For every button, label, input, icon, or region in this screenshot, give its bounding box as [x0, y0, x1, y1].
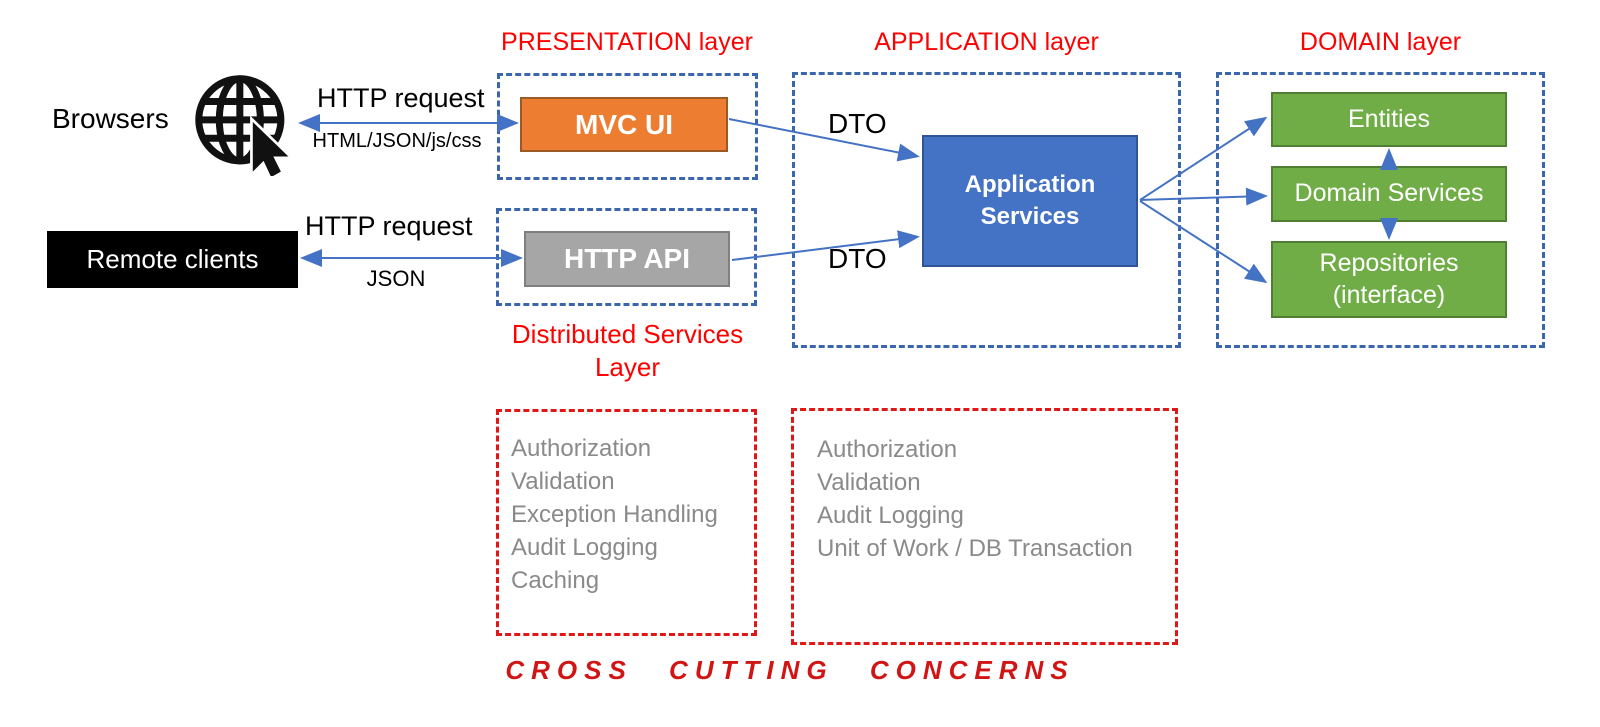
application-services-box: Application Services: [922, 135, 1138, 267]
globe-cursor-icon: [188, 68, 296, 181]
mvc-ui-label: MVC UI: [575, 108, 673, 140]
browser-http-request-label: HTTP request: [317, 83, 485, 113]
concern-list-item: Audit Logging: [817, 502, 964, 529]
repositories-box: Repositories (interface): [1271, 241, 1507, 318]
browser-response-label: HTML/JSON/js/css: [312, 130, 482, 152]
browsers-label: Browsers: [52, 103, 169, 134]
presentation-layer-title: PRESENTATION layer: [501, 28, 753, 56]
domain-layer-title: DOMAIN layer: [1299, 28, 1462, 56]
concern-list-item: Exception Handling: [511, 501, 718, 528]
http-api-label: HTTP API: [563, 243, 690, 274]
domain-services-label: Domain Services: [1294, 179, 1484, 208]
concern-list-item: Authorization: [817, 436, 958, 463]
dto-top-label: DTO: [828, 108, 887, 139]
concern-list-item: Caching: [511, 567, 600, 594]
concern-list-item: Audit Logging: [511, 534, 658, 561]
application-layer-title: APPLICATION layer: [874, 28, 1099, 56]
entities-box: Entities: [1271, 92, 1507, 147]
domain-services-box: Domain Services: [1271, 166, 1507, 222]
entities-label: Entities: [1348, 104, 1430, 133]
distributed-services-layer-title: Distributed Services Layer: [511, 319, 744, 382]
remote-clients-label: Remote clients: [86, 244, 259, 274]
concern-list-item: Validation: [817, 469, 921, 496]
cross-cutting-concerns-title: CROSS CUTTING CONCERNS: [505, 655, 1075, 685]
remote-clients-box: Remote clients: [47, 231, 298, 288]
concern-list-item: Unit of Work / DB Transaction: [817, 535, 1133, 562]
http-api-box: HTTP API: [524, 231, 730, 287]
mvc-ui-box: MVC UI: [520, 97, 728, 152]
remote-response-label: JSON: [366, 266, 426, 291]
concern-list-item: Authorization: [511, 435, 652, 462]
repositories-label: Repositories (interface): [1319, 249, 1459, 309]
concern-list-item: Validation: [511, 468, 615, 495]
application-services-label: Application Services: [964, 170, 1096, 230]
dto-bottom-label: DTO: [828, 243, 887, 274]
remote-http-request-label: HTTP request: [305, 211, 473, 241]
